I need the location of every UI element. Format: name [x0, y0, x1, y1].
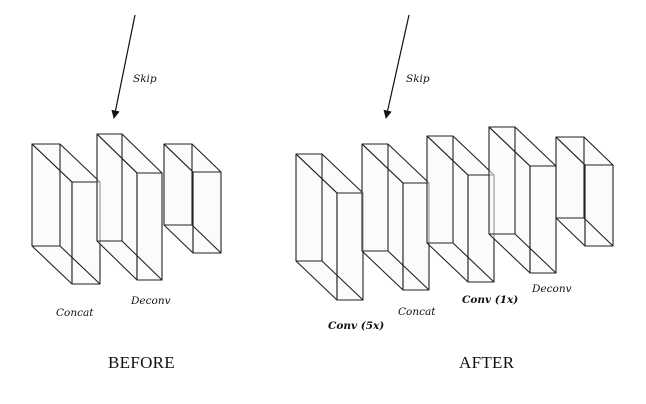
before-skip-arrow	[111, 14, 136, 119]
after-skip-arrow	[383, 14, 410, 119]
after-block-deconv	[555, 136, 614, 247]
after-label-deconv: Deconv	[531, 283, 572, 295]
after-skip-label: Skip	[406, 73, 430, 85]
before-skip-label: Skip	[133, 73, 157, 85]
before-label-deconv: Deconv	[130, 295, 171, 307]
before-block-concat	[31, 143, 101, 285]
after-block-conv5	[295, 153, 364, 301]
after-label-concat: Concat	[398, 306, 436, 318]
after-block-3	[426, 135, 495, 283]
after-caption: AFTER	[459, 353, 515, 372]
before-caption: BEFORE	[108, 353, 175, 372]
before-panel: Skip Concat Decon	[31, 14, 222, 372]
before-block-3	[163, 143, 222, 254]
after-label-conv1: Conv (1x)	[462, 294, 518, 306]
before-block-deconv	[96, 133, 163, 281]
after-panel: Skip	[295, 14, 614, 372]
after-label-conv5: Conv (5x)	[328, 320, 384, 332]
before-label-concat: Concat	[56, 307, 94, 319]
after-block-concat	[361, 143, 430, 291]
after-block-conv1	[488, 126, 557, 274]
